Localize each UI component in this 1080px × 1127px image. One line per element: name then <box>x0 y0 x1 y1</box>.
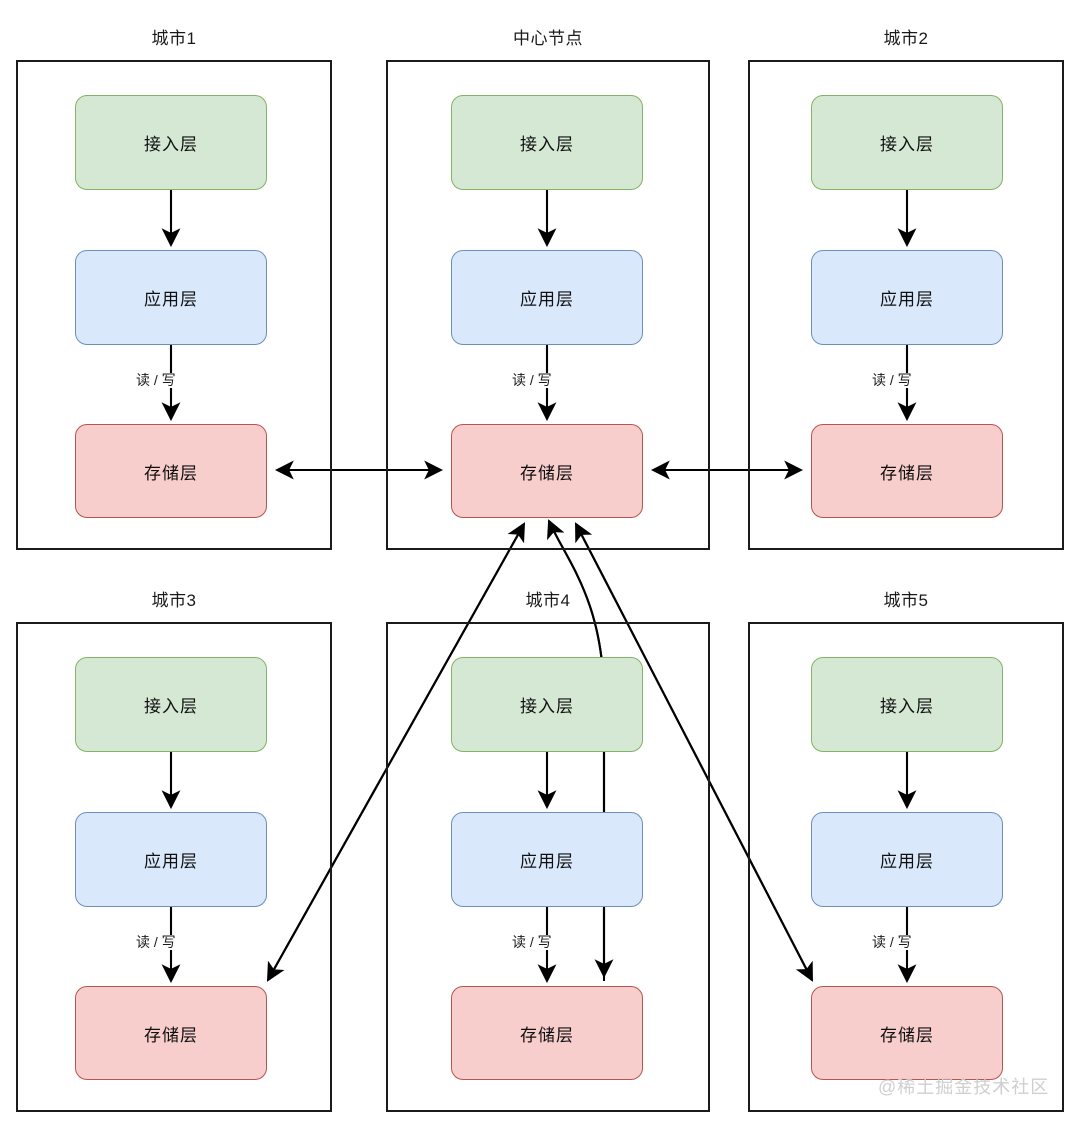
edge-label-center-read-write: 读 / 写 <box>509 372 555 389</box>
edge-label-city4-read-write: 读 / 写 <box>509 934 555 951</box>
node-city2-app[interactable]: 应用层 <box>811 250 1003 345</box>
panel-title-city4: 城市4 <box>525 591 571 610</box>
panel-frame-city2 <box>748 60 1064 550</box>
node-city2-access[interactable]: 接入层 <box>811 95 1003 190</box>
edge-center-to-city5-storage <box>575 523 813 982</box>
panel-frame-city4 <box>386 622 710 1112</box>
node-city4-storage[interactable]: 存储层 <box>451 986 643 1080</box>
node-center-access[interactable]: 接入层 <box>451 95 643 190</box>
panel-title-city3: 城市3 <box>151 591 197 610</box>
node-center-app[interactable]: 应用层 <box>451 250 643 345</box>
edge-label-city5-read-write: 读 / 写 <box>869 934 915 951</box>
watermark-label: @稀土掘金技术社区 <box>878 1077 1050 1097</box>
panel-title-city2: 城市2 <box>883 29 929 48</box>
edge-label-city3-read-write: 读 / 写 <box>133 934 179 951</box>
node-city4-app[interactable]: 应用层 <box>451 812 643 907</box>
node-city5-access[interactable]: 接入层 <box>811 657 1003 752</box>
node-city5-app[interactable]: 应用层 <box>811 812 1003 907</box>
node-city1-app[interactable]: 应用层 <box>75 250 267 345</box>
node-city1-access[interactable]: 接入层 <box>75 95 267 190</box>
panel-title-city5: 城市5 <box>883 591 929 610</box>
node-city3-access[interactable]: 接入层 <box>75 657 267 752</box>
node-city5-storage[interactable]: 存储层 <box>811 986 1003 1080</box>
node-city1-storage[interactable]: 存储层 <box>75 424 267 518</box>
node-city2-storage[interactable]: 存储层 <box>811 424 1003 518</box>
panel-frame-city3 <box>16 622 332 1112</box>
edge-label-city2-read-write: 读 / 写 <box>869 372 915 389</box>
node-city3-app[interactable]: 应用层 <box>75 812 267 907</box>
edge-label-city1-read-write: 读 / 写 <box>133 372 179 389</box>
panel-frame-city1 <box>16 60 332 550</box>
panel-title-city1: 城市1 <box>151 29 197 48</box>
node-city3-storage[interactable]: 存储层 <box>75 986 267 1080</box>
panel-title-center: 中心节点 <box>513 29 583 48</box>
node-city4-access[interactable]: 接入层 <box>451 657 643 752</box>
node-center-storage[interactable]: 存储层 <box>451 424 643 518</box>
panel-frame-center <box>386 60 710 550</box>
edge-center-to-city3-storage <box>266 523 525 982</box>
panel-frame-city5 <box>748 622 1064 1112</box>
